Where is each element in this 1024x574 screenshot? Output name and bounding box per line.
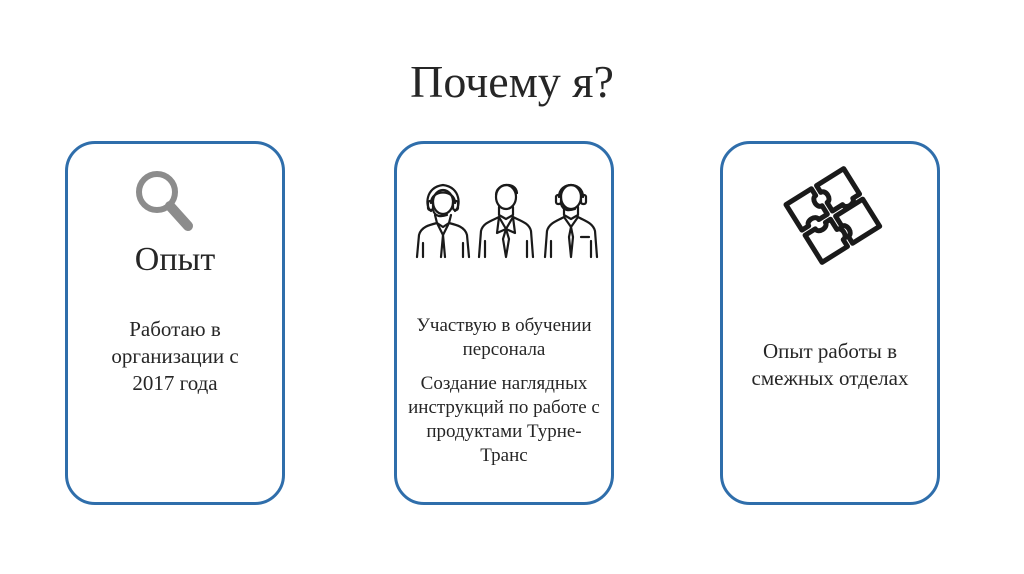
card-text: Опыт работы в смежных отделах: [751, 339, 909, 390]
puzzle-icon: [779, 158, 899, 270]
card-text: Участвую в обучении персонала: [416, 315, 592, 360]
slide-title: Почему я?: [410, 56, 614, 107]
team-people-icon: [411, 177, 601, 259]
card-text: Работаю в организации с 2017 года: [111, 317, 239, 395]
magnifier-icon: [132, 168, 212, 234]
card-training: Участвую в обучении персонала Создание н…: [394, 141, 614, 505]
card-heading: Опыт: [134, 241, 216, 278]
card-text: Создание наглядных инструкций по работе …: [408, 373, 600, 466]
card-experience: Опыт Работаю в организации с 2017 года: [65, 141, 285, 505]
card-departments: Опыт работы в смежных отделах: [720, 141, 940, 505]
